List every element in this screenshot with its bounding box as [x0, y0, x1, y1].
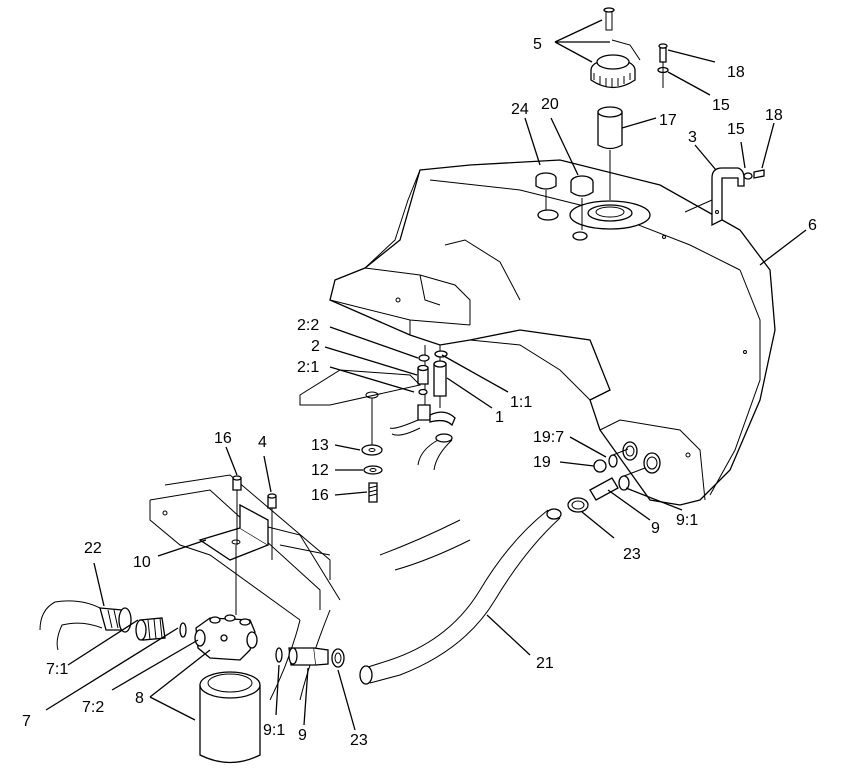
fuel-cap — [590, 7, 641, 89]
callout-1: 1 — [495, 409, 504, 426]
callout-9-bottom: 9 — [298, 727, 307, 744]
callout-16-lower: 16 — [311, 487, 329, 504]
callout-23-bottom: 23 — [350, 732, 368, 749]
callout-4: 4 — [258, 434, 267, 451]
filter-fittings-left — [99, 607, 187, 641]
filter-bracket-10 — [198, 475, 277, 615]
fuel-hose-21 — [359, 508, 562, 685]
washer-13 — [361, 444, 383, 456]
callout-9-1-right: 9:1 — [676, 512, 698, 529]
filler-opening — [537, 200, 651, 241]
callout-19-7: 19:7 — [533, 429, 564, 446]
callout-19: 19 — [533, 454, 551, 471]
callout-5: 5 — [533, 36, 542, 53]
fuel-line-stub — [389, 419, 453, 471]
callout-15-right: 15 — [727, 121, 745, 138]
filter-head — [194, 614, 258, 661]
filler-tube — [597, 106, 623, 200]
callout-9-1-bottom: 9:1 — [263, 722, 285, 739]
mount-plate — [299, 369, 421, 445]
callout-22: 22 — [84, 540, 102, 557]
callout-2: 2 — [311, 338, 320, 355]
callout-3: 3 — [688, 129, 697, 146]
tank-outlet-ports — [622, 441, 661, 474]
callout-20: 20 — [541, 96, 559, 113]
callout-labels: 5 18 15 24 20 17 3 15 18 6 2:2 2 2:1 1:1… — [22, 36, 817, 749]
callout-24: 24 — [511, 101, 529, 118]
callout-16-left: 16 — [214, 430, 232, 447]
callout-7-2: 7:2 — [82, 699, 104, 716]
inlet-hose-22 — [39, 600, 103, 651]
callout-13: 13 — [311, 437, 329, 454]
callout-18-right: 18 — [765, 107, 783, 124]
cap-plug-24 — [535, 172, 557, 210]
hose-clamp-23-right — [567, 497, 589, 513]
callout-6: 6 — [808, 217, 817, 234]
callout-10: 10 — [133, 554, 151, 571]
cap-plug-20 — [570, 175, 594, 230]
callout-15-top: 15 — [712, 97, 730, 114]
callout-1-1: 1:1 — [510, 394, 532, 411]
callout-23-right: 23 — [623, 546, 641, 563]
callout-2-2: 2:2 — [297, 317, 319, 334]
callout-2-1: 2:1 — [297, 359, 319, 376]
callout-9-right: 9 — [651, 520, 660, 537]
callout-8: 8 — [135, 690, 144, 707]
vent-screw-washer — [657, 43, 669, 88]
callout-21: 21 — [536, 655, 554, 672]
leader-lines — [45, 19, 807, 731]
callout-7-1: 7:1 — [46, 661, 68, 678]
callout-17: 17 — [659, 112, 677, 129]
mounting-bracket-3 — [684, 167, 765, 227]
frame-rail — [149, 474, 471, 701]
fitting-assembly — [417, 345, 456, 427]
filter-element — [199, 671, 261, 764]
callout-7: 7 — [22, 713, 31, 730]
fuel-tank — [329, 159, 776, 506]
filter-fittings-right — [275, 647, 345, 668]
callout-12: 12 — [311, 462, 329, 479]
outlet-fittings — [589, 448, 646, 501]
bolt-16-lower — [368, 482, 378, 503]
washer-12 — [363, 465, 383, 475]
callout-18-top: 18 — [727, 64, 745, 81]
